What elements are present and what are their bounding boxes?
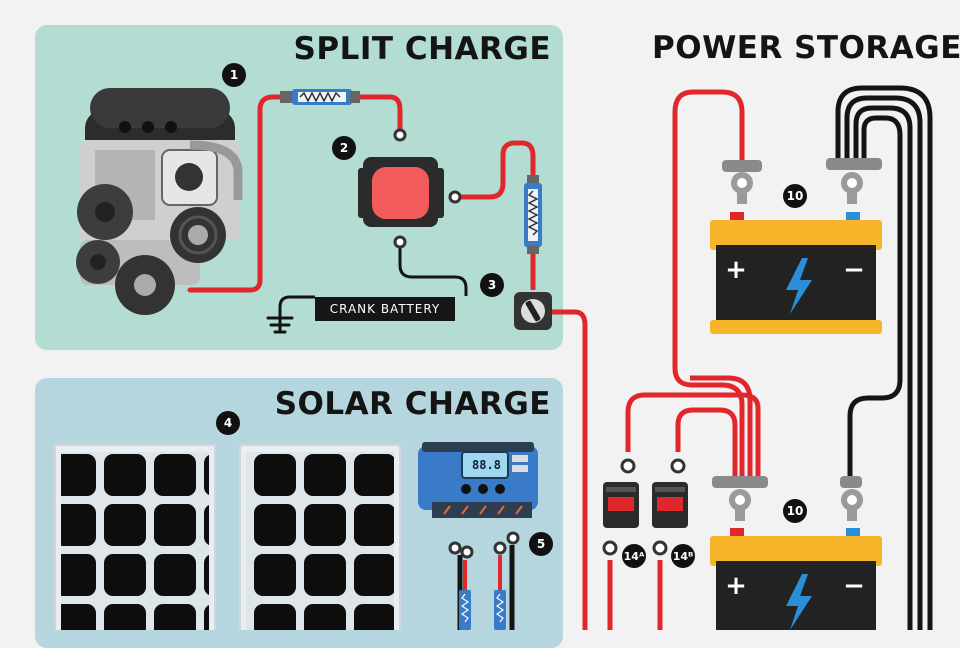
marker-10-bottom: 10 bbox=[783, 499, 807, 523]
wiring-diagram: + − + − bbox=[54, 85, 933, 630]
storage-red-cable-outer bbox=[672, 89, 745, 478]
relay-to-fuse-red-cable bbox=[459, 140, 536, 200]
battery-terminal-clamp-icon bbox=[722, 160, 762, 204]
solar-panel-icon bbox=[54, 444, 216, 630]
battery-isolator-switch-icon bbox=[514, 292, 552, 330]
solar-charge-title: SOLAR CHARGE bbox=[274, 386, 551, 422]
marker-3: 3 bbox=[480, 273, 504, 297]
battery-minus-symbol: − bbox=[843, 255, 865, 285]
switch-to-storage-red-cable bbox=[542, 309, 588, 630]
inline-fuse-vertical-icon bbox=[524, 175, 542, 254]
solar-panel-icon bbox=[239, 444, 401, 630]
engine-icon bbox=[76, 88, 243, 315]
battery-minus-symbol: − bbox=[843, 571, 865, 601]
storage-red-cable-inner bbox=[690, 375, 753, 478]
leisure-battery-bottom-icon bbox=[710, 528, 882, 630]
marker-5: 5 bbox=[529, 532, 553, 556]
circuit-breaker-14a-icon bbox=[602, 458, 639, 556]
breaker-output-red-cables bbox=[607, 560, 663, 630]
battery-terminal-clamp-icon bbox=[826, 158, 882, 204]
battery-plus-symbol: + bbox=[725, 571, 747, 601]
split-charge-relay-icon bbox=[358, 157, 444, 227]
crank-battery-label: CRANK BATTERY bbox=[315, 297, 455, 321]
storage-red-cable-14b bbox=[675, 407, 738, 478]
relay-ground-black-cable bbox=[398, 248, 468, 296]
alternator-red-cable bbox=[187, 94, 293, 293]
marker-14a: 14ᴬ bbox=[622, 544, 646, 568]
controller-display: 88.8 bbox=[472, 458, 501, 472]
battery-terminal-clamp-icon bbox=[840, 476, 863, 521]
marker-10-top: 10 bbox=[783, 184, 807, 208]
leisure-battery-top-icon bbox=[710, 212, 882, 334]
marker-2: 2 bbox=[332, 136, 356, 160]
solar-charge-controller-icon bbox=[418, 442, 538, 518]
fuse-to-relay-red-cable bbox=[352, 94, 403, 131]
battery-terminal-clamp-icon bbox=[712, 476, 768, 521]
solar-controller-leads bbox=[448, 531, 520, 630]
power-storage-title: POWER STORAGE bbox=[652, 30, 960, 66]
storage-red-cable-14a bbox=[625, 392, 761, 478]
marker-1: 1 bbox=[222, 63, 246, 87]
ring-terminal-icon bbox=[393, 128, 462, 249]
storage-black-cable-bundle bbox=[835, 85, 933, 630]
circuit-breaker-14b-icon bbox=[652, 458, 688, 556]
marker-14b: 14ᴮ bbox=[671, 544, 695, 568]
ground-icon bbox=[266, 308, 294, 334]
ground-black-cable bbox=[278, 295, 315, 320]
battery-plus-symbol: + bbox=[725, 255, 747, 285]
marker-4: 4 bbox=[216, 411, 240, 435]
split-charge-title: SPLIT CHARGE bbox=[293, 31, 551, 67]
inline-fuse-icon bbox=[280, 89, 360, 105]
